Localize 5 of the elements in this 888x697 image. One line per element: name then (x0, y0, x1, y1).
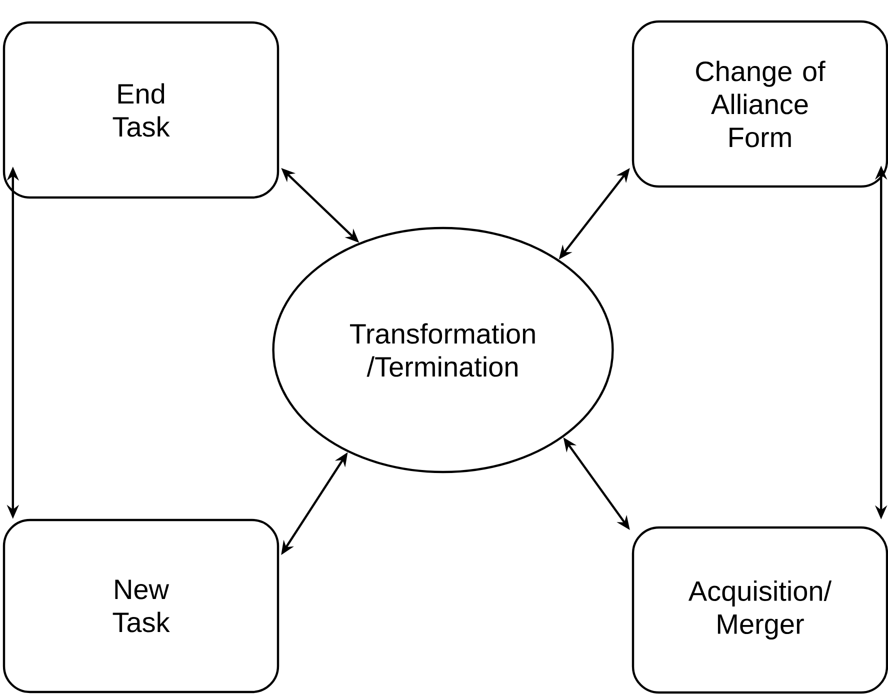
ellipse-node: Transformation /Termination (272, 226, 614, 474)
rounded-box: New Task (2, 518, 280, 694)
rounded-box: Change of Alliance Form (632, 20, 888, 188)
rounded-box: Acquisition/ Merger (632, 526, 888, 694)
rounded-box: End Task (2, 21, 280, 199)
